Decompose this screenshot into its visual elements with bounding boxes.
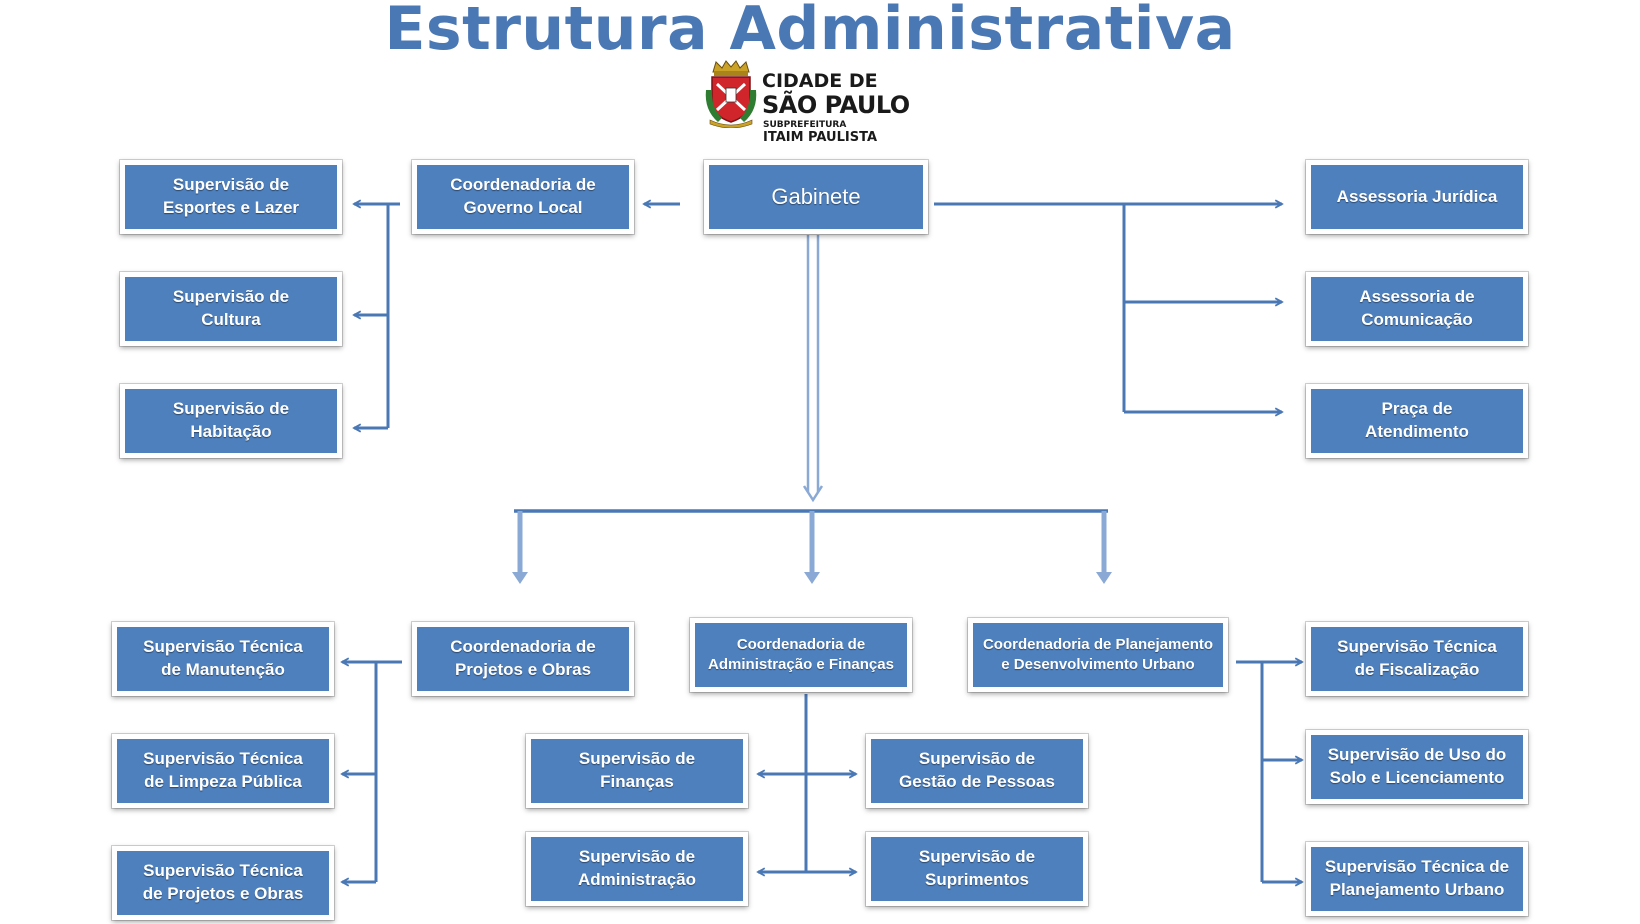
node-sup-uso-solo[interactable]: Supervisão de Uso do Solo e Licenciament… [1306,730,1528,804]
city-logo: CIDADE DE SÃO PAULO SUBPREFEITURA ITAIM … [704,60,924,145]
node-sup-financas[interactable]: Supervisão de Finanças [526,734,748,808]
node-assessoria-juridica[interactable]: Assessoria Jurídica [1306,160,1528,234]
node-gabinete[interactable]: Gabinete [704,160,928,234]
node-sup-suprimentos[interactable]: Supervisão de Suprimentos [866,832,1088,906]
node-st-projetos-obras[interactable]: Supervisão Técnica de Projetos e Obras [112,846,334,920]
node-sup-habitacao[interactable]: Supervisão de Habitação [120,384,342,458]
node-st-fiscalizacao[interactable]: Supervisão Técnica de Fiscalização [1306,622,1528,696]
coat-of-arms-icon [705,60,757,128]
node-sup-administracao[interactable]: Supervisão de Administração [526,832,748,906]
drop-left-head [512,572,528,584]
double-arrow-head [802,485,824,503]
node-coord-planejamento[interactable]: Coordenadoria de Planejamento e Desenvol… [968,618,1228,692]
node-st-limpeza[interactable]: Supervisão Técnica de Limpeza Pública [112,734,334,808]
node-st-planejamento-urbano[interactable]: Supervisão Técnica de Planejamento Urban… [1306,842,1528,916]
logo-sub-line-1: SUBPREFEITURA [763,120,847,130]
drop-right-head [1096,572,1112,584]
logo-line-1: CIDADE DE [762,70,878,92]
node-sup-gestao-pessoas[interactable]: Supervisão de Gestão de Pessoas [866,734,1088,808]
drop-center-head [804,572,820,584]
logo-sub-line-2: ITAIM PAULISTA [763,130,878,145]
page-title: Estrutura Administrativa [384,0,1236,64]
logo-line-2: SÃO PAULO [762,91,910,119]
node-sup-cultura[interactable]: Supervisão de Cultura [120,272,342,346]
node-assessoria-comunicacao[interactable]: Assessoria de Comunicação [1306,272,1528,346]
node-sup-esportes[interactable]: Supervisão de Esportes e Lazer [120,160,342,234]
node-coord-governo-local[interactable]: Coordenadoria de Governo Local [412,160,634,234]
node-praca-atendimento[interactable]: Praça de Atendimento [1306,384,1528,458]
node-st-manutencao[interactable]: Supervisão Técnica de Manutenção [112,622,334,696]
node-coord-admin-financas[interactable]: Coordenadoria de Administração e Finança… [690,618,912,692]
node-coord-projetos-obras[interactable]: Coordenadoria de Projetos e Obras [412,622,634,696]
